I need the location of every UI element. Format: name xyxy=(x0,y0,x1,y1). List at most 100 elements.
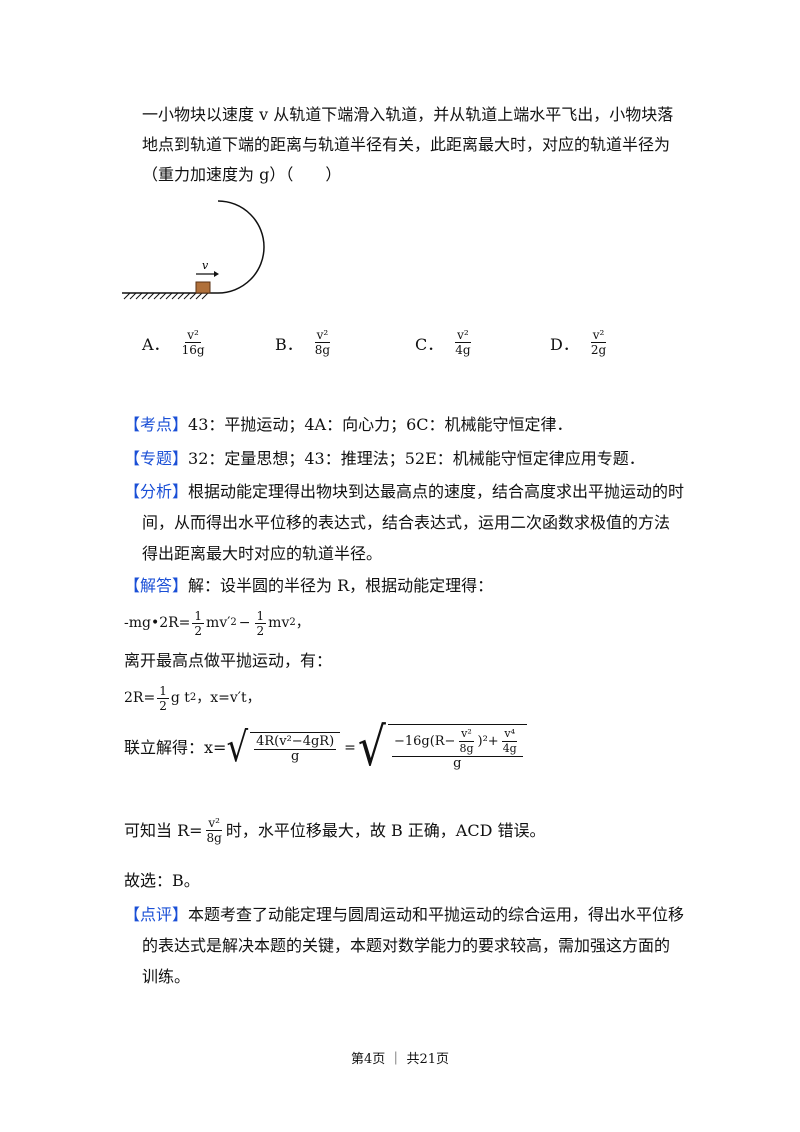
option-c-fraction: v² 4g xyxy=(453,328,472,357)
dianping-line-3: 训练。 xyxy=(142,967,191,986)
eq2-right: ，x=v′t， xyxy=(196,690,261,706)
eq2-half-den: 2 xyxy=(159,698,167,713)
question-line-3: （重力加速度为 g）（ ） xyxy=(142,165,342,184)
eq1-left: -mg•2R= xyxy=(124,615,191,631)
option-d-fraction: v² 2g xyxy=(589,328,608,357)
eq1-right: mv xyxy=(268,615,290,631)
track-figure: v xyxy=(122,200,265,300)
option-d: D． v² 2g xyxy=(550,328,610,357)
choose-line: 故选：B。 xyxy=(124,871,200,890)
conclude-frac-den: 8g xyxy=(206,831,222,845)
page-footer: 第4页 ｜ 共21页 xyxy=(350,1052,450,1067)
option-d-letter: D． xyxy=(550,334,579,354)
option-b: B． v² 8g xyxy=(275,328,334,357)
eq3-inner-a-num: v² xyxy=(459,727,474,742)
eq3-root2-num-a: −16g(R− xyxy=(393,733,456,749)
fenxi-tag: 【分析】 xyxy=(124,482,189,501)
sqrt-sign-2: √ xyxy=(357,716,386,778)
option-b-den: 8g xyxy=(314,343,331,357)
dianping-line-1: 【点评】本题考查了动能定理与圆周运动和平抛运动的综合运用，得出水平位移 xyxy=(124,904,684,926)
eq1-half-a-den: 2 xyxy=(194,623,203,638)
zhuanti-text: 32：定量思想；43：推理法；52E：机械能守恒定律应用专题． xyxy=(188,449,645,468)
kaodian-tag: 【考点】 xyxy=(124,415,189,434)
jieda-line: 【解答】解：设半圆的半径为 R，根据动能定理得： xyxy=(124,575,493,597)
platform-line: 离开最高点做平抛运动，有： xyxy=(124,651,333,670)
eq1-half-b-num: 1 xyxy=(254,608,267,624)
dianping-text-1: 本题考查了动能定理与圆周运动和平抛运动的综合运用，得出水平位移 xyxy=(188,905,685,924)
fenxi-line-1: 【分析】根据动能定理得出物块到达最高点的速度，结合高度求出平抛运动的时 xyxy=(124,481,684,503)
conclude-frac-num: v² xyxy=(206,816,222,831)
eq3-prefix: 联立解得：x= xyxy=(124,737,227,757)
jieda-tag: 【解答】 xyxy=(124,576,189,595)
velocity-arrowhead xyxy=(214,271,219,277)
option-b-num: v² xyxy=(314,328,331,343)
question-line-1: 一小物块以速度 v 从轨道下端滑入轨道，并从轨道上端水平飞出，小物块落 xyxy=(142,105,674,124)
option-a-num: v² xyxy=(185,328,201,343)
option-c-letter: C． xyxy=(415,334,444,354)
eq1-end: ， xyxy=(295,615,310,631)
eq2-mid: g t xyxy=(170,690,190,706)
dianping-tag: 【点评】 xyxy=(124,905,189,924)
sqrt-sign-1: √ xyxy=(226,723,249,772)
eq3-inner-b-den: 4g xyxy=(502,742,517,755)
kaodian-text: 43：平抛运动；4A：向心力；6C：机械能守恒定律． xyxy=(188,415,573,434)
option-a-den: 16g xyxy=(181,343,205,357)
fenxi-line-3: 得出距离最大时对应的轨道半径。 xyxy=(142,544,383,563)
fenxi-text-1: 根据动能定理得出物块到达最高点的速度，结合高度求出平抛运动的时 xyxy=(188,482,685,501)
option-d-num: v² xyxy=(590,328,607,343)
eq3-root1-den: g xyxy=(290,748,300,764)
eq1-half-a-num: 1 xyxy=(192,608,205,624)
dianping-line-2: 的表达式是解决本题的关键，本题对数学能力的要求较高，需加强这方面的 xyxy=(142,936,671,955)
option-a: A． v² 16g xyxy=(142,328,209,357)
ground-hatch xyxy=(123,292,209,300)
option-c: C． v² 4g xyxy=(415,328,475,357)
eq1-half-b-den: 2 xyxy=(256,623,265,638)
eq2-half-num: 1 xyxy=(157,683,169,699)
kaodian-line: 【考点】43：平抛运动；4A：向心力；6C：机械能守恒定律． xyxy=(124,414,573,436)
zhuanti-tag: 【专题】 xyxy=(124,449,189,468)
eq3-inner-b-num: v⁴ xyxy=(502,727,518,742)
semicircle-track xyxy=(217,200,265,294)
velocity-label: v xyxy=(202,259,209,272)
zhuanti-line: 【专题】32：定量思想；43：推理法；52E：机械能守恒定律应用专题． xyxy=(124,448,645,470)
conclude-a: 可知当 R= xyxy=(124,820,203,840)
eq1-sup-b: 2 xyxy=(289,617,296,628)
option-a-letter: A． xyxy=(142,334,170,354)
eq3-root2-den: g xyxy=(453,756,462,771)
eq3-inner-a-den: 8g xyxy=(459,742,474,755)
fenxi-line-2: 间，从而得出水平位移的表达式，结合表达式，运用二次函数求极值的方法 xyxy=(142,513,671,532)
eq2-sup: 2 xyxy=(189,692,197,703)
eq3-root1-frac: 4R(v²−4gR) g xyxy=(250,731,341,764)
option-d-den: 2g xyxy=(590,343,607,357)
option-c-den: 4g xyxy=(455,343,471,357)
eq1-minus: − xyxy=(238,615,251,631)
eq3-sqrt-1: √ 4R(v²−4gR) g xyxy=(226,727,342,768)
option-a-fraction: v² 16g xyxy=(180,328,207,357)
jieda-text: 解：设半圆的半径为 R，根据动能定理得： xyxy=(188,576,494,595)
option-b-fraction: v² 8g xyxy=(313,328,332,357)
question-line-2: 地点到轨道下端的距离与轨道半径有关，此距离最大时，对应的轨道半径为 xyxy=(142,135,671,154)
eq3-eq: = xyxy=(344,739,356,756)
eq1-sup-a: 2 xyxy=(230,617,237,628)
conclude-b: 时，水平位移最大，故 B 正确，ACD 错误。 xyxy=(225,820,546,840)
eq1-mid: mv′ xyxy=(206,615,231,631)
eq3-root2-num-b: )²+ xyxy=(477,733,499,749)
option-c-num: v² xyxy=(455,328,471,343)
option-b-letter: B． xyxy=(275,334,303,354)
block xyxy=(195,281,211,294)
eq2-left: 2R= xyxy=(124,690,156,706)
eq3-root1-num: 4R(v²−4gR) xyxy=(254,733,337,750)
